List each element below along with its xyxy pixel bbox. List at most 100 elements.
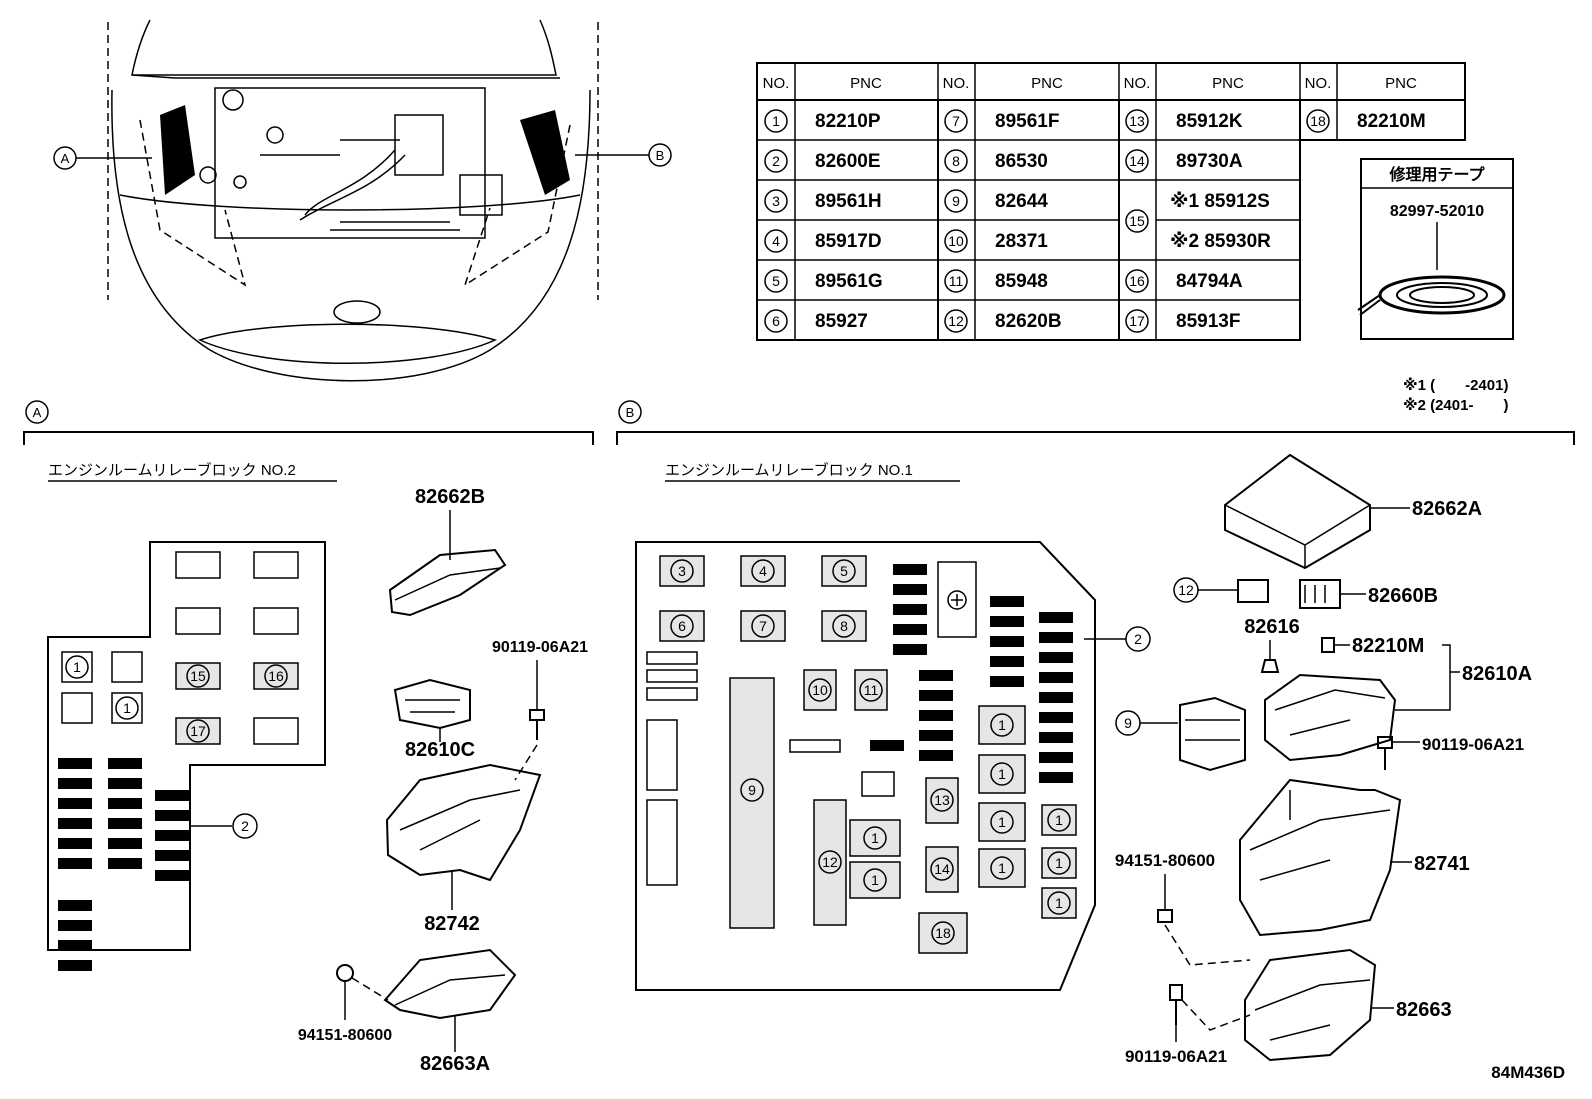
connector-slot [646,799,678,886]
table-row-17-no-text: 17 [1129,313,1145,329]
block-b-label-4-1-text: 4 [759,563,767,579]
section-b-title: エンジンルームリレーブロック NO.1 [665,461,913,479]
block-b-label-1-17: 1 [990,810,1014,834]
table-row-6-no-text: 6 [772,313,780,329]
table-row-11-no-text: 11 [949,273,964,289]
table-row-3-no-ring [764,189,788,213]
connector-slot [646,669,698,683]
fuse-slot [919,730,953,741]
table-header-pnc-5: PNC [1212,75,1244,92]
table-row-7-no-text: 7 [952,113,960,129]
block-a-label-2: 2 [232,813,258,839]
block-a-label-2-ring [232,813,258,839]
block-b-label-14-9: 14 [930,857,954,881]
block-b-label-1-15: 1 [990,713,1014,737]
table-row-14-no: 14 [1125,149,1149,173]
table-row-12-pnc: 82620B [995,311,1062,332]
block-b-label-1-13-ring [863,826,887,850]
block-b-label-3-0-ring [670,559,694,583]
block-b-label-6-3-text: 6 [678,618,686,634]
table-row-14-no-text: 14 [1129,153,1145,169]
table-row-14-no-ring [1125,149,1149,173]
table-row-15-no-text: 15 [1129,213,1145,229]
section-a-marker: A [33,405,42,420]
fuse-slot [108,758,142,769]
part-a-82662b: 82662B [415,486,485,508]
table-row-6-no: 6 [764,309,788,333]
block-b-label-7-4: 7 [751,614,775,638]
fuse-slot [1039,712,1073,723]
fuse-slot [155,850,189,861]
block-b-label-11-7-ring [859,678,883,702]
table-header-pnc-3: PNC [1031,75,1063,92]
block-a-label-1b-text: 1 [123,700,131,716]
fuse-slot [58,940,92,951]
fuse-cavity [978,848,1026,888]
fuse-slot [1039,672,1073,683]
table-row-1-no-ring [764,109,788,133]
fuse-slot [990,616,1024,627]
part-b-94151-80600: 94151-80600 [1115,851,1215,870]
block-b-label-12-12: 12 [818,850,842,874]
block-b-label-2: 2 [1125,626,1151,652]
fuse-cavity [659,555,705,587]
block-b-label-1-17-text: 1 [998,814,1006,830]
block-b-label-4-1-ring [751,559,775,583]
block-b-label-8-5-text: 8 [840,618,848,634]
block-a-label-17-ring [186,719,210,743]
part-b-82663: 82663 [1396,999,1452,1021]
table-row-2-pnc: 82600E [815,151,881,172]
block-a-label-17-text: 17 [190,723,206,739]
block-b-label-1-21-ring [1047,891,1071,915]
table-row-3-no: 3 [764,189,788,213]
block-b-label-1-20-text: 1 [1055,855,1063,871]
table-row-18-no-text: 18 [1310,113,1326,129]
fuse-slot [155,830,189,841]
table-row-9-no: 9 [944,189,968,213]
block-b-label-14-9-ring [930,857,954,881]
block-b-label-1-19: 1 [1047,808,1071,832]
part-b-82210m: 82210M [1352,635,1424,657]
fuse-slot [1039,772,1073,783]
table-row-6-pnc: 85927 [815,311,868,332]
block-b-label-13-8-ring [930,788,954,812]
fuse-slot [58,858,92,869]
fuse-slot [893,644,927,655]
block-b-label-1-20-ring [1047,851,1071,875]
block-b-label-1-15-ring [990,713,1014,737]
fuse-cavity [918,912,968,954]
block-b-label-1-13: 1 [863,826,887,850]
part-a-82742: 82742 [424,913,480,935]
table-row-11-no: 11 [944,269,968,293]
block-b-label-1-19-ring [1047,808,1071,832]
fuse-slot [58,798,92,809]
table-row-5-no: 5 [764,269,788,293]
fuse-slot [919,690,953,701]
block-a-label-16-ring [264,664,288,688]
fuse-slot [990,676,1024,687]
fuse-slot [58,960,92,971]
connector-slot [646,687,698,701]
fuse-slot [1039,652,1073,663]
connector-slot [861,771,895,797]
block-a-label-2-text: 2 [241,818,249,834]
part-b-90119-06a21-bottom: 90119-06A21 [1125,1047,1227,1066]
section-b-marker: B [626,405,635,420]
table-row-13-no: 13 [1125,109,1149,133]
fuse-slot [893,564,927,575]
table-row-15-no-ring [1125,209,1149,233]
repair-tape-title: 修理用テープ [1388,165,1485,184]
table-row-3-no-text: 3 [772,193,780,209]
table-row-13-no-text: 13 [1129,113,1145,129]
table-row-17-no: 17 [1125,309,1149,333]
fuse-slot [108,838,142,849]
table-row-5-no-text: 5 [772,273,780,289]
table-row-15-no: 15 [1125,209,1149,233]
part-a-90119-06a21: 90119-06A21 [492,639,588,656]
block-b-label-18-10: 18 [931,921,955,945]
fuse-slot [1039,632,1073,643]
fuse-cavity [740,555,786,587]
table-row-10-no: 10 [944,229,968,253]
table-row-16-no-ring [1125,269,1149,293]
block-b-label-1-16-ring [990,762,1014,786]
